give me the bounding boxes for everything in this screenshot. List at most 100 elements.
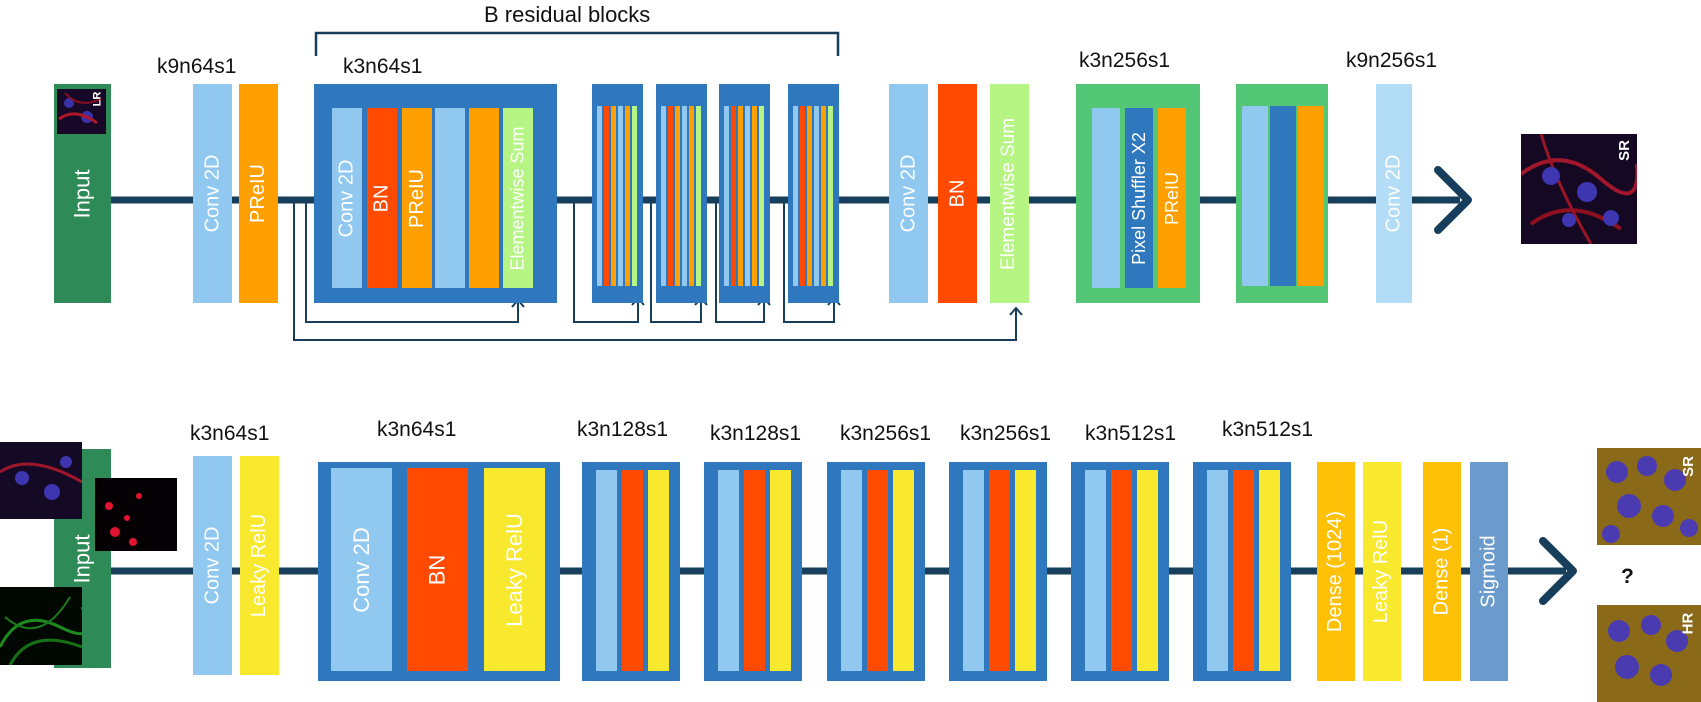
gen-post-sum-layer: Elementwise Sum (990, 84, 1029, 303)
sigmoid-label: Sigmoid (1477, 535, 1500, 608)
sr-output-image: SR (1521, 134, 1637, 244)
mini-res-stripe (800, 106, 805, 286)
mini-res-stripe (597, 106, 602, 286)
res-sum-layer: Elementwise Sum (503, 108, 533, 288)
disc-block-leaky (648, 470, 669, 671)
disc-thumb-red (95, 478, 177, 551)
dense-1024-label: Dense (1024) (1324, 510, 1347, 633)
disc-block-bn (1111, 470, 1132, 671)
disc-leaky2-layer: Leaky RelU (1363, 462, 1401, 681)
disc-block-kernel-1: k3n128s1 (577, 418, 669, 441)
question-mark: ? (1621, 565, 1634, 588)
disc-sr-image-art (1597, 448, 1701, 545)
gen-conv1-layer: Conv 2D (193, 84, 232, 303)
mini-res-stripe (604, 106, 609, 286)
mini-res-stripe (828, 106, 833, 286)
disc-sr-tag: SR (1680, 456, 1698, 477)
mini-res-stripe (668, 106, 673, 286)
mini-res-stripe (807, 106, 812, 286)
disc-block-leaky (893, 470, 914, 671)
disc-block0-bn-label: BN (424, 554, 450, 585)
mini-res-stripe (618, 106, 623, 286)
disc-block-kernel-5: k3n512s1 (1085, 422, 1177, 445)
disc-block-kernel-0: k3n64s1 (377, 418, 457, 441)
generator-arrow-head (1434, 166, 1472, 234)
disc-hr-tag: HR (1679, 612, 1697, 635)
disc-block-bn (989, 470, 1010, 671)
dense-1024-layer: Dense (1024) (1317, 462, 1355, 681)
skip-connection-long (293, 200, 1017, 341)
mini-res-stripe (793, 106, 798, 286)
disc-thumb-green (0, 587, 82, 665)
sigmoid-layer: Sigmoid (1470, 462, 1508, 681)
disc-block-conv (718, 470, 739, 671)
mini-res-stripe (611, 106, 616, 286)
mini-res-stripe (759, 106, 764, 286)
mini-res-stripe (814, 106, 819, 286)
mini-res-stripe (745, 106, 750, 286)
disc-block0-bn: BN (407, 468, 468, 671)
discriminator-arrow-head (1539, 537, 1577, 605)
mini-res-stripe (738, 106, 743, 286)
disc-conv1-label: Conv 2D (201, 526, 223, 605)
disc-block-bn (867, 470, 888, 671)
res-bn2-layer (469, 108, 499, 288)
disc-block-kernel-2: k3n128s1 (710, 422, 802, 445)
disc-block-leaky (1015, 470, 1036, 671)
disc-block-kernel-3: k3n256s1 (840, 422, 932, 445)
res-conv-layer: Conv 2D (332, 108, 362, 288)
disc-block-conv (963, 470, 984, 671)
disc-block-bn (744, 470, 765, 671)
disc-block-kernel-6: k3n512s1 (1222, 418, 1314, 441)
pixel-shuffler-layer: Pixel Shuffler X2 (1125, 108, 1153, 288)
disc-conv1-kernel: k3n64s1 (190, 422, 270, 445)
up2-shuffle-layer (1270, 106, 1296, 286)
dense-1-layer: Dense (1) (1423, 462, 1461, 681)
disc-thumb-red-blue (0, 442, 82, 519)
sr-cell-image (1521, 134, 1637, 244)
lr-thumbnail: LR (57, 89, 106, 134)
up1-prelu-layer: PReIU (1158, 108, 1186, 288)
disc-block-bn (622, 470, 643, 671)
disc-block-leaky (770, 470, 791, 671)
mini-res-stripe (731, 106, 736, 286)
mini-res-stripe (661, 106, 666, 286)
res-bn-layer: BN (367, 108, 397, 288)
skip-arrow-long (1009, 306, 1023, 316)
disc-block0-leaky-label: Leaky RelU (501, 512, 527, 627)
disc-leaky2-label: Leaky RelU (1370, 519, 1393, 624)
residual-blocks-title: B residual blocks (484, 2, 651, 27)
disc-sr-image: SR (1597, 448, 1701, 545)
mini-res-stripe (682, 106, 687, 286)
lr-cell-image (57, 89, 106, 134)
disc-hr-image: HR (1597, 605, 1701, 702)
skip-connection-1 (305, 200, 519, 323)
disc-block-conv (596, 470, 617, 671)
residual-bracket (314, 31, 840, 56)
disc-block-conv (1085, 470, 1106, 671)
up-kernel: k3n256s1 (1079, 49, 1171, 72)
disc-thumb-2-image (95, 478, 177, 551)
disc-block-leaky (1259, 470, 1280, 671)
mini-res-stripe (675, 106, 680, 286)
disc-block0-conv-label: Conv 2D (348, 526, 374, 613)
mini-res-stripe (724, 106, 729, 286)
res-conv2-layer (435, 108, 465, 288)
disc-conv1-layer: Conv 2D (193, 456, 232, 675)
mini-res-stripe (632, 106, 637, 286)
res-kernel: k3n64s1 (343, 55, 423, 78)
up2-conv-layer (1242, 106, 1268, 286)
disc-input-label: Input (69, 534, 95, 583)
up2-prelu-layer (1298, 106, 1324, 286)
disc-block-kernel-4: k3n256s1 (960, 422, 1052, 445)
mini-res-stripe (752, 106, 757, 286)
res-prelu-layer: PReIU (402, 108, 432, 288)
disc-block0-conv: Conv 2D (331, 468, 392, 671)
gen-post-conv-layer: Conv 2D (889, 84, 928, 303)
gen-post-bn-layer: BN (938, 84, 977, 303)
disc-block-bn (1233, 470, 1254, 671)
disc-leaky1-label: Leaky RelU (248, 513, 271, 618)
disc-block-conv (1207, 470, 1228, 671)
dense-1-label: Dense (1) (1430, 527, 1453, 616)
